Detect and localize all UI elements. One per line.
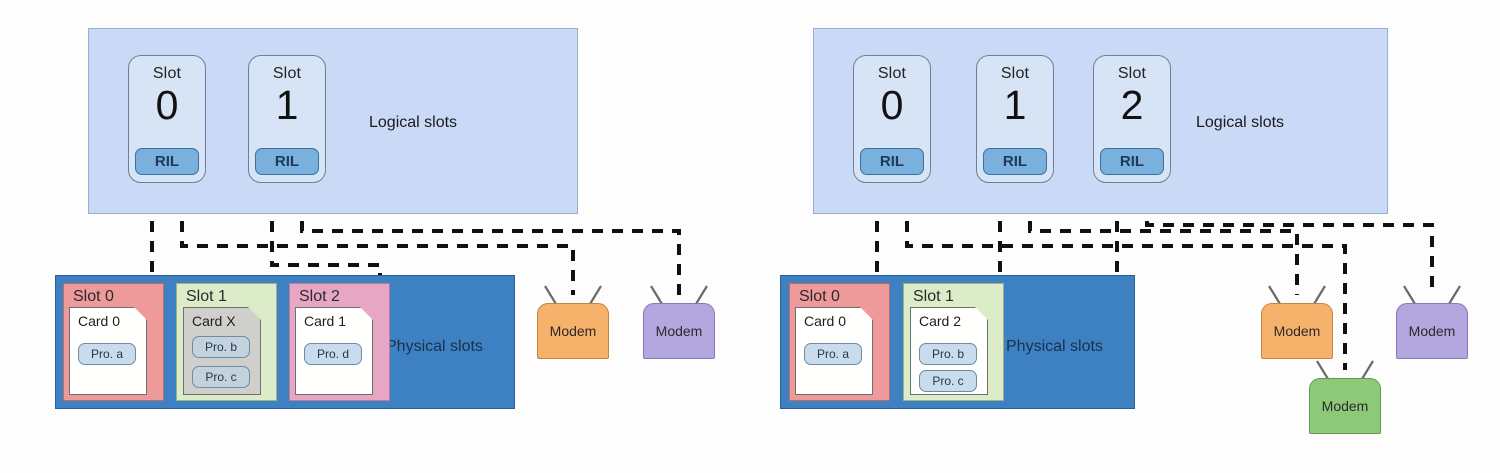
physical-slot-label: Slot 0 (73, 288, 114, 305)
logical-slot-word: Slot (877, 65, 907, 82)
card-label: Card 0 (78, 313, 121, 329)
sim-card[interactable]: Card X Pro. b Pro. c (183, 307, 261, 395)
logical-slot-0[interactable]: Slot 0 RIL (128, 55, 206, 183)
logical-slot-1[interactable]: Slot 1 RIL (248, 55, 326, 183)
processor-chip[interactable]: Pro. b (919, 343, 977, 365)
sim-card[interactable]: Card 0 Pro. a (69, 307, 147, 395)
processor-chip[interactable]: Pro. a (78, 343, 136, 365)
card-label: Card 1 (304, 313, 347, 329)
physical-slots-caption: Physical slots (1006, 338, 1103, 355)
physical-slots-caption: Physical slots (386, 338, 483, 355)
sim-card[interactable]: Card 1 Pro. d (295, 307, 373, 395)
processor-chip[interactable]: Pro. c (192, 366, 250, 388)
physical-slot-label: Slot 2 (299, 288, 340, 305)
logical-slot-number: 1 (1003, 82, 1027, 128)
ril-badge[interactable]: RIL (1100, 148, 1164, 175)
physical-slot-label: Slot 0 (799, 288, 840, 305)
card-label: Card 2 (919, 313, 962, 329)
sim-card[interactable]: Card 2 Pro. b Pro. c (910, 307, 988, 395)
logical-slot-2[interactable]: Slot 2 RIL (1093, 55, 1171, 183)
logical-slot-number: 1 (275, 82, 299, 128)
logical-slots-caption: Logical slots (369, 114, 458, 131)
logical-slot-word: Slot (1117, 65, 1147, 82)
processor-chip[interactable]: Pro. d (304, 343, 362, 365)
logical-slot-0[interactable]: Slot 0 RIL (853, 55, 931, 183)
logical-slot-1[interactable]: Slot 1 RIL (976, 55, 1054, 183)
logical-slot-word: Slot (272, 65, 302, 82)
processor-chip[interactable]: Pro. a (804, 343, 862, 365)
logical-slot-number: 2 (1120, 82, 1144, 128)
card-label: Card X (192, 313, 236, 329)
physical-slot-label: Slot 1 (913, 288, 954, 305)
logical-slot-number: 0 (155, 82, 179, 128)
sim-card[interactable]: Card 0 Pro. a (795, 307, 873, 395)
logical-slots-caption: Logical slots (1196, 114, 1285, 131)
modem-orange[interactable]: Modem (537, 303, 609, 359)
processor-chip[interactable]: Pro. b (192, 336, 250, 358)
ril-badge[interactable]: RIL (135, 148, 199, 175)
ril-badge[interactable]: RIL (255, 148, 319, 175)
modem-purple[interactable]: Modem (1396, 303, 1468, 359)
physical-slot-label: Slot 1 (186, 288, 227, 305)
modem-orange[interactable]: Modem (1261, 303, 1333, 359)
processor-chip[interactable]: Pro. c (919, 370, 977, 392)
modem-purple[interactable]: Modem (643, 303, 715, 359)
card-label: Card 0 (804, 313, 847, 329)
logical-slot-word: Slot (152, 65, 182, 82)
ril-badge[interactable]: RIL (983, 148, 1047, 175)
modem-green[interactable]: Modem (1309, 378, 1381, 434)
ril-badge[interactable]: RIL (860, 148, 924, 175)
logical-slot-word: Slot (1000, 65, 1030, 82)
logical-slot-number: 0 (880, 82, 904, 128)
